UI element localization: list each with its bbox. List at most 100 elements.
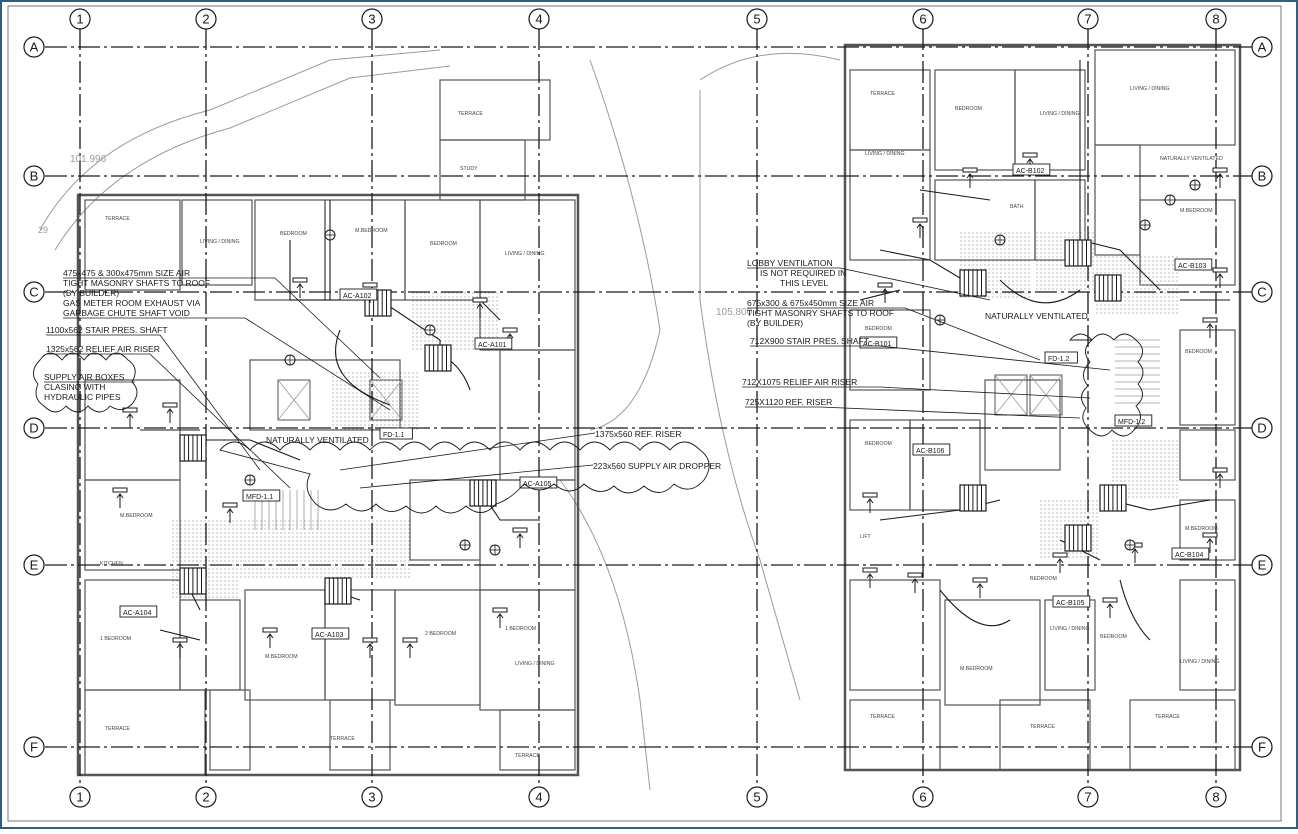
ac-unit-8[interactable] xyxy=(1094,274,1122,302)
ac-unit-5[interactable] xyxy=(179,567,207,595)
damper-fitting-0[interactable] xyxy=(324,229,336,241)
diffuser-24[interactable] xyxy=(862,567,878,588)
diffuser-4[interactable] xyxy=(162,402,178,423)
grid-bubble-left-F[interactable]: F xyxy=(23,736,45,758)
equipment-tag-3[interactable]: AC-A104 xyxy=(119,605,158,618)
ac-unit-11[interactable] xyxy=(1099,484,1127,512)
diffuser-29[interactable] xyxy=(862,492,878,513)
damper-fitting-3[interactable] xyxy=(489,544,501,556)
diffuser-13[interactable] xyxy=(512,527,528,548)
diffuser-8[interactable] xyxy=(172,637,188,658)
damper-fitting-7[interactable] xyxy=(1164,194,1176,206)
grid-bubble-bottom-3[interactable]: 3 xyxy=(361,786,383,808)
damper-fitting-10[interactable] xyxy=(1124,539,1136,551)
diffuser-2[interactable] xyxy=(472,297,488,318)
room-left-0 xyxy=(84,199,181,291)
damper-fitting-2[interactable] xyxy=(424,324,436,336)
equipment-tag-5[interactable]: AC-B101 xyxy=(859,336,898,349)
ac-unit-10[interactable] xyxy=(1064,524,1092,552)
grid-bubble-bottom-1[interactable]: 1 xyxy=(69,786,91,808)
grid-bubble-right-E[interactable]: E xyxy=(1251,554,1273,576)
ac-unit-7[interactable] xyxy=(1064,239,1092,267)
grid-bubble-right-A[interactable]: A xyxy=(1251,36,1273,58)
equipment-tag-11[interactable]: MFD-1.1 xyxy=(242,489,281,502)
damper-fitting-4[interactable] xyxy=(459,539,471,551)
diffuser-16[interactable] xyxy=(912,217,928,238)
ac-unit-6[interactable] xyxy=(959,269,987,297)
grid-bubble-right-C[interactable]: C xyxy=(1251,281,1273,303)
ac-unit-2[interactable] xyxy=(179,434,207,462)
room-label-30: TERRACE xyxy=(870,714,895,720)
grid-bubble-left-C[interactable]: C xyxy=(23,281,45,303)
diffuser-21[interactable] xyxy=(1212,467,1228,488)
room-label-31: TERRACE xyxy=(1030,724,1055,730)
diffuser-19[interactable] xyxy=(1212,267,1228,288)
diffuser-11[interactable] xyxy=(402,637,418,658)
equipment-tag-7[interactable]: AC-B103 xyxy=(1174,258,1213,271)
room-label-1: LIVING / DINING xyxy=(200,239,240,245)
damper-fitting-6[interactable] xyxy=(994,234,1006,246)
diffuser-26[interactable] xyxy=(1052,552,1068,573)
grid-bubble-bottom-4[interactable]: 4 xyxy=(528,786,550,808)
diffuser-28[interactable] xyxy=(1102,597,1118,618)
equipment-tag-12[interactable]: FD-1.1 xyxy=(379,427,413,440)
diffuser-14[interactable] xyxy=(962,167,978,188)
equipment-tag-14[interactable]: FD-1.2 xyxy=(1044,351,1078,364)
equipment-tag-2[interactable]: AC-A103 xyxy=(311,627,350,640)
grid-bubble-top-5[interactable]: 5 xyxy=(746,8,768,30)
grid-bubble-bottom-8[interactable]: 8 xyxy=(1205,786,1227,808)
diffuser-0[interactable] xyxy=(292,277,308,298)
diffuser-20[interactable] xyxy=(1202,317,1218,338)
damper-fitting-8[interactable] xyxy=(1139,219,1151,231)
damper-fitting-1[interactable] xyxy=(284,354,296,366)
damper-fitting-11[interactable] xyxy=(1189,179,1201,191)
ac-unit-4[interactable] xyxy=(324,577,352,605)
grid-bubble-right-F[interactable]: F xyxy=(1251,736,1273,758)
grid-bubble-top-8[interactable]: 8 xyxy=(1205,8,1227,30)
diffuser-22[interactable] xyxy=(1202,532,1218,553)
equipment-tag-0[interactable]: AC-A102 xyxy=(339,288,378,301)
damper-fitting-5[interactable] xyxy=(244,474,256,486)
diffuser-18[interactable] xyxy=(1212,167,1228,188)
grid-bubble-top-7[interactable]: 7 xyxy=(1077,8,1099,30)
grid-bubble-left-A[interactable]: A xyxy=(23,36,45,58)
diffuser-5[interactable] xyxy=(122,407,138,428)
grid-bubble-bottom-7[interactable]: 7 xyxy=(1077,786,1099,808)
grid-bubble-right-B[interactable]: B xyxy=(1251,165,1273,187)
diffuser-7[interactable] xyxy=(112,487,128,508)
grid-bubble-top-4[interactable]: 4 xyxy=(528,8,550,30)
diffuser-27[interactable] xyxy=(972,577,988,598)
grid-bubble-bottom-5[interactable]: 5 xyxy=(746,786,768,808)
equipment-tag-9[interactable]: AC-B105 xyxy=(1052,595,1091,608)
grid-bubble-top-1[interactable]: 1 xyxy=(69,8,91,30)
diffuser-10[interactable] xyxy=(362,637,378,658)
ac-unit-3[interactable] xyxy=(469,479,497,507)
equipment-tag-10[interactable]: AC-B106 xyxy=(912,443,951,456)
diffuser-15[interactable] xyxy=(877,282,893,303)
grid-bubble-bottom-2[interactable]: 2 xyxy=(195,786,217,808)
room-right-15 xyxy=(849,579,941,691)
ac-unit-1[interactable] xyxy=(424,344,452,372)
grid-bubble-label: F xyxy=(1258,740,1266,755)
diffuser-9[interactable] xyxy=(262,627,278,648)
grid-bubble-left-B[interactable]: B xyxy=(23,165,45,187)
grid-bubble-left-E[interactable]: E xyxy=(23,554,45,576)
grid-bubble-top-6[interactable]: 6 xyxy=(912,8,934,30)
grid-bubble-left-D[interactable]: D xyxy=(23,417,45,439)
diffuser-12[interactable] xyxy=(492,607,508,628)
grid-bubble-right-D[interactable]: D xyxy=(1251,417,1273,439)
equipment-tag-1[interactable]: AC-A101 xyxy=(474,337,513,350)
grid-bubble-top-2[interactable]: 2 xyxy=(195,8,217,30)
ac-unit-9[interactable] xyxy=(959,484,987,512)
grid-bubble-top-3[interactable]: 3 xyxy=(361,8,383,30)
equipment-tag-4[interactable]: AC-A105 xyxy=(519,476,558,489)
grid-bubble-label: 3 xyxy=(368,12,375,27)
grid-bubble-bottom-6[interactable]: 6 xyxy=(912,786,934,808)
diffuser-25[interactable] xyxy=(907,572,923,593)
equipment-tag-6[interactable]: AC-B102 xyxy=(1012,163,1051,176)
grid-bubble-label: F xyxy=(30,740,38,755)
equipment-tag-8[interactable]: AC-B104 xyxy=(1171,547,1210,560)
equipment-tag-13[interactable]: MFD-1.2 xyxy=(1114,414,1153,427)
diffuser-6[interactable] xyxy=(222,502,238,523)
